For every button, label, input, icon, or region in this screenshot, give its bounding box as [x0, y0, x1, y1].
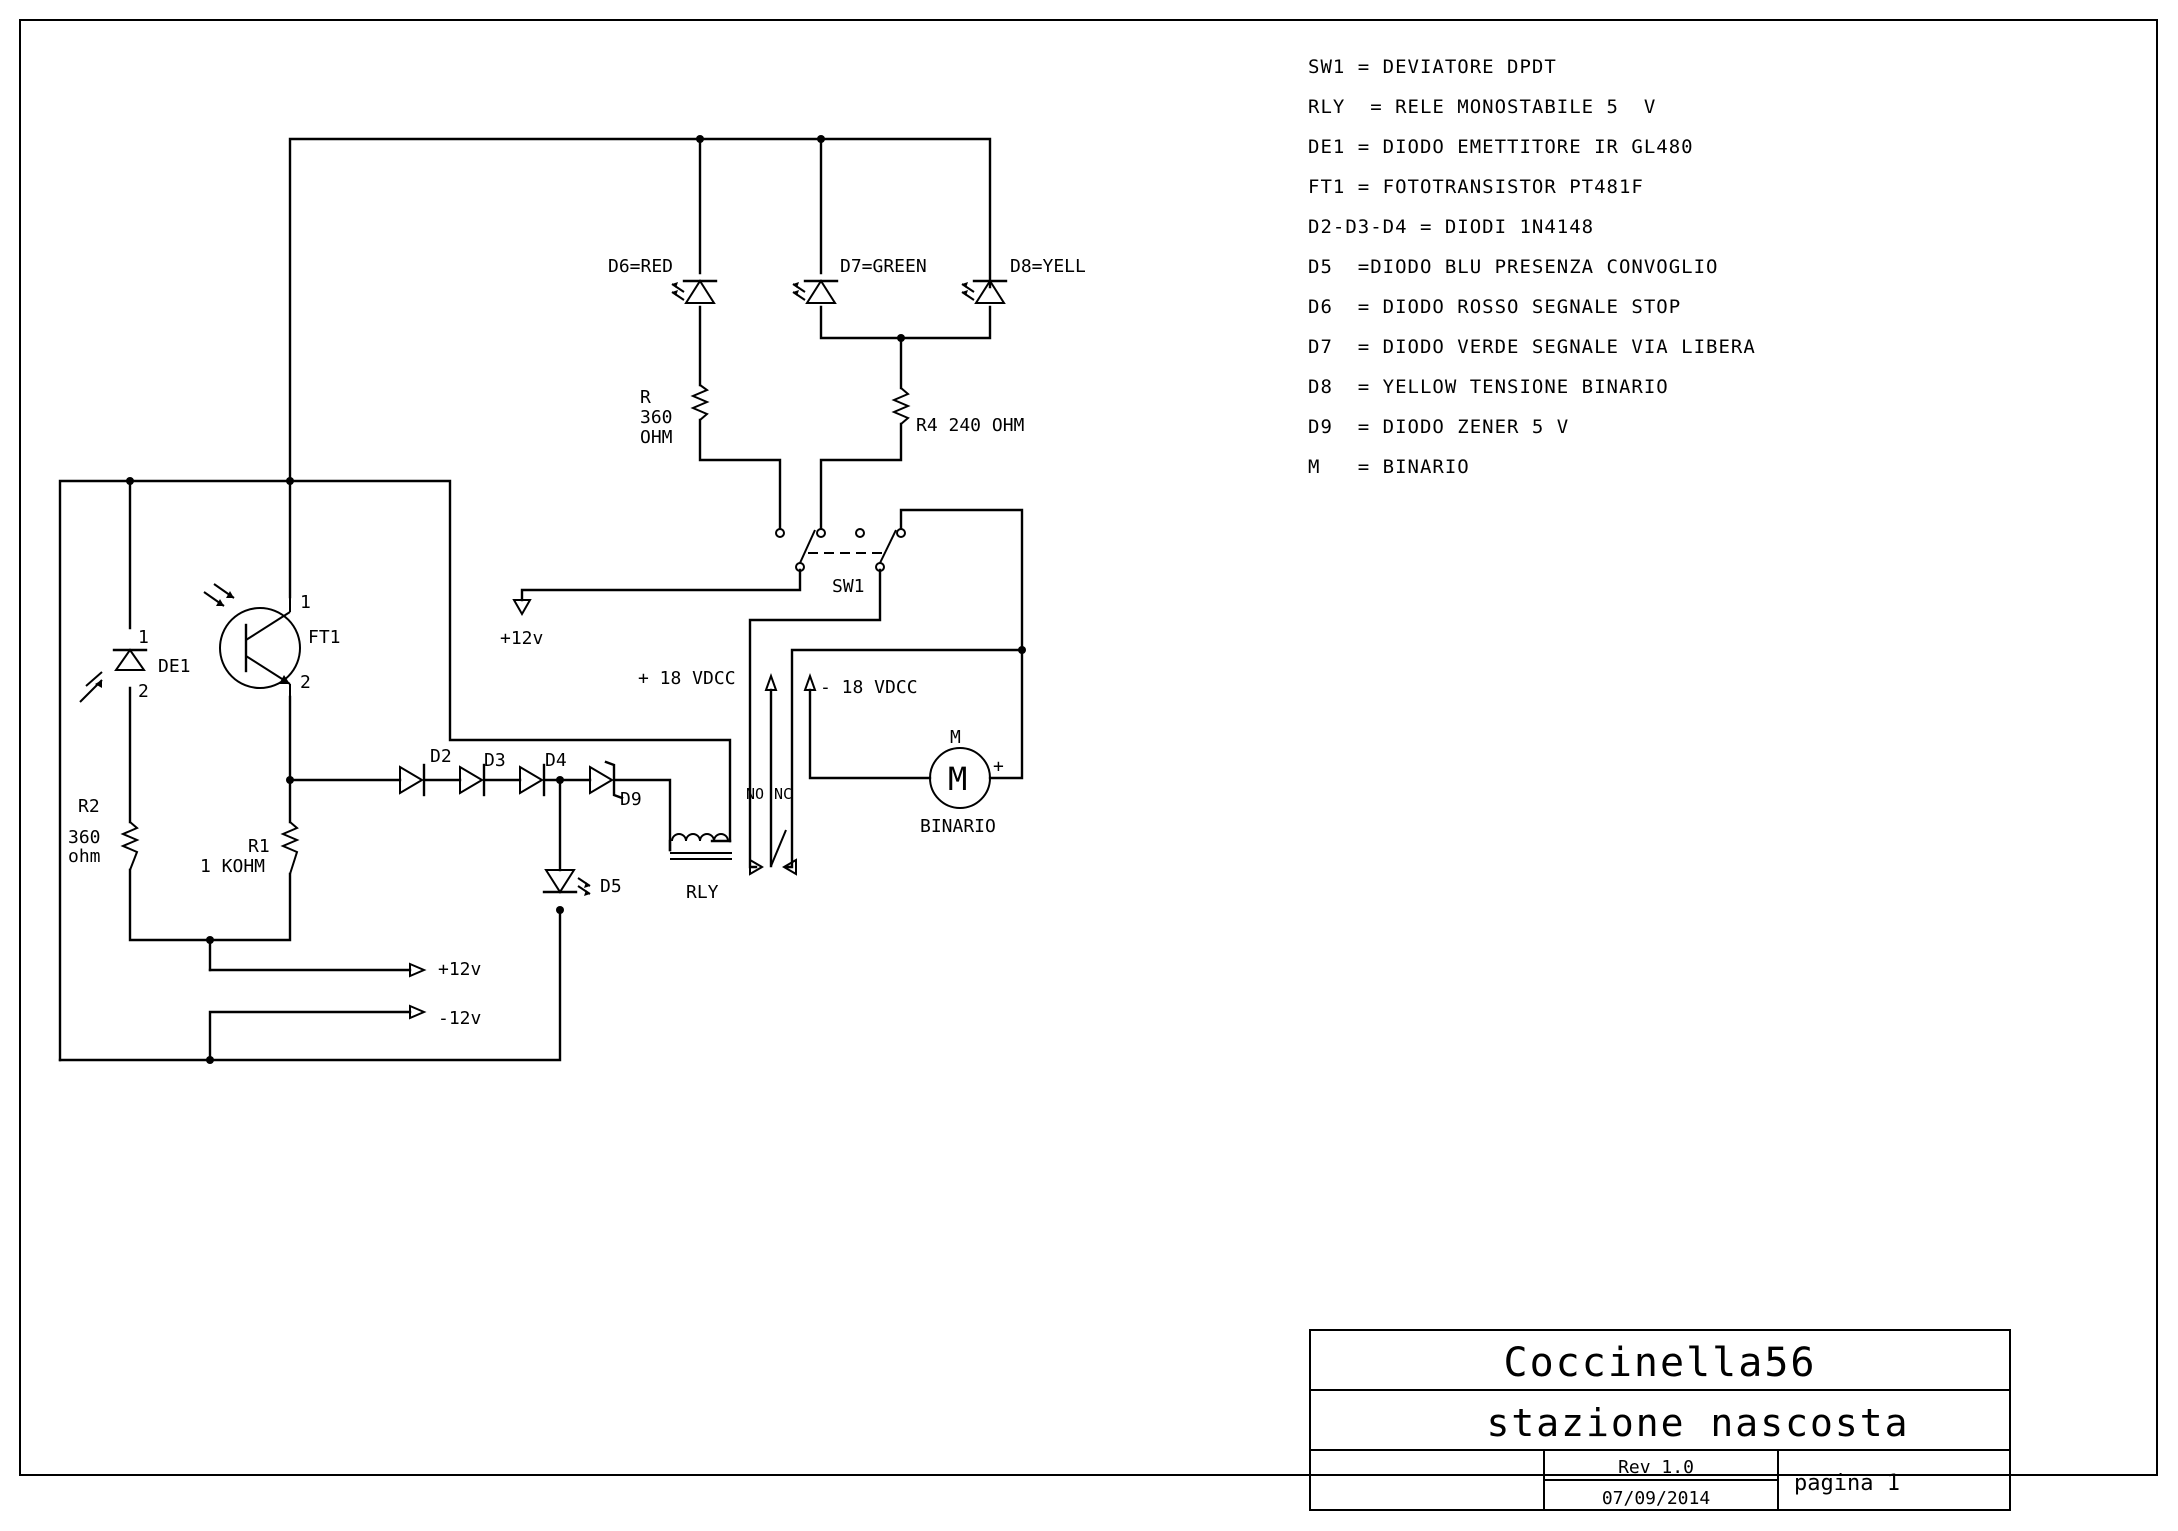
diode-d2-icon [399, 763, 426, 797]
ft1-label: FT1 [308, 627, 341, 648]
ir-emitter-de1-icon [79, 648, 148, 703]
r2-name-label: R2 [78, 796, 100, 817]
r2-value-label: 360 [68, 827, 101, 848]
switch-sw1-icon [775, 528, 906, 572]
d7-label: D7=GREEN [840, 256, 927, 277]
rly-label: RLY [686, 882, 719, 903]
de1-label: DE1 [158, 656, 191, 677]
ft1-pin2-label: 2 [300, 672, 311, 693]
motor-ref-label: M [950, 727, 961, 748]
legend-line: SW1 = DEVIATORE DPDT [1308, 56, 1557, 78]
title-block-date: 07/09/2014 [1602, 1488, 1710, 1509]
plus12-top-label: +12v [500, 628, 543, 649]
component-legend: SW1 = DEVIATORE DPDT RLY = RELE MONOSTAB… [1308, 56, 1756, 478]
relay-coil-rly-icon [670, 833, 732, 860]
plus18-label: + 18 VDCC [638, 668, 736, 689]
r2-unit-label: ohm [68, 846, 101, 867]
title-block-title: stazione nascosta [1487, 1401, 1910, 1445]
r4-label: R4 240 OHM [916, 415, 1025, 436]
resistor-r-icon [690, 384, 710, 421]
legend-line: D5 =DIODO BLU PRESENZA CONVOGLIO [1308, 256, 1719, 278]
legend-line: DE1 = DIODO EMETTITORE IR GL480 [1308, 136, 1694, 158]
junction-dots [126, 135, 1026, 1064]
relay-contacts-icon [749, 829, 797, 876]
d4-label: D4 [545, 750, 567, 771]
r1-value-label: 1 KOHM [200, 856, 265, 877]
motor-letter: M [948, 760, 967, 798]
plus12-bottom-label: +12v [438, 959, 481, 980]
plus18-arrow-icon [764, 673, 778, 691]
led-d8-icon [961, 279, 1008, 304]
resistor-r4-icon [891, 387, 911, 425]
legend-line: M = BINARIO [1308, 456, 1470, 478]
legend-line: D7 = DIODO VERDE SEGNALE VIA LIBERA [1308, 336, 1756, 358]
d3-label: D3 [484, 750, 506, 771]
binario-label: BINARIO [920, 816, 996, 837]
legend-line: D8 = YELLOW TENSIONE BINARIO [1308, 376, 1669, 398]
resistor-r1-icon [280, 821, 300, 875]
d8-label: D8=YELL [1010, 256, 1086, 277]
legend-line: RLY = RELE MONOSTABILE 5 V [1308, 96, 1656, 118]
minus18-label: - 18 VDCC [820, 677, 918, 698]
d2-label: D2 [430, 746, 452, 767]
d5-label: D5 [600, 876, 622, 897]
legend-line: D2-D3-D4 = DIODI 1N4148 [1308, 216, 1594, 238]
zener-d9-icon [589, 760, 624, 800]
sw1-label: SW1 [832, 576, 865, 597]
legend-line: D9 = DIODO ZENER 5 V [1308, 416, 1569, 438]
sheet-border [19, 19, 2158, 1476]
title-block-author: Coccinella56 [1504, 1340, 1817, 1386]
title-block-page: pagina 1 [1794, 1471, 1900, 1496]
led-d6-icon [671, 279, 718, 304]
plus12-top-arrow-icon [512, 599, 532, 617]
title-block-revision: Rev 1.0 [1618, 1457, 1694, 1478]
de1-pin1-label: 1 [138, 627, 149, 648]
r-value-label: 360 [640, 407, 673, 428]
d6-label: D6=RED [608, 256, 673, 277]
motor-binario-icon [929, 747, 991, 809]
minus12-bottom-label: -12v [438, 1008, 481, 1029]
ft1-pin1-label: 1 [300, 592, 311, 613]
d9-label: D9 [620, 789, 642, 810]
r1-name-label: R1 [248, 836, 270, 857]
plus12-bottom-arrow-icon [409, 962, 427, 978]
r-name-label: R [640, 387, 651, 408]
wires [58, 137, 1024, 1062]
no-label: NO [746, 785, 764, 803]
motor-plus-label: + [993, 756, 1004, 777]
diode-d3-icon [459, 763, 486, 797]
title-block: Coccinella56 stazione nascosta Rev 1.0 0… [1309, 1329, 2011, 1511]
de1-pin2-label: 2 [138, 681, 149, 702]
legend-line: D6 = DIODO ROSSO SEGNALE STOP [1308, 296, 1681, 318]
led-d7-icon [792, 279, 839, 304]
led-d5-icon [542, 869, 591, 896]
diode-d4-icon [519, 763, 546, 797]
minus12-bottom-arrow-icon [409, 1004, 427, 1020]
nc-label: NC [774, 785, 792, 803]
phototransistor-ft1-icon [203, 583, 301, 697]
resistor-r2-icon [120, 821, 140, 871]
legend-line: FT1 = FOTOTRANSISTOR PT481F [1308, 176, 1644, 198]
r-unit-label: OHM [640, 427, 673, 448]
minus18-arrow-icon [803, 673, 817, 691]
